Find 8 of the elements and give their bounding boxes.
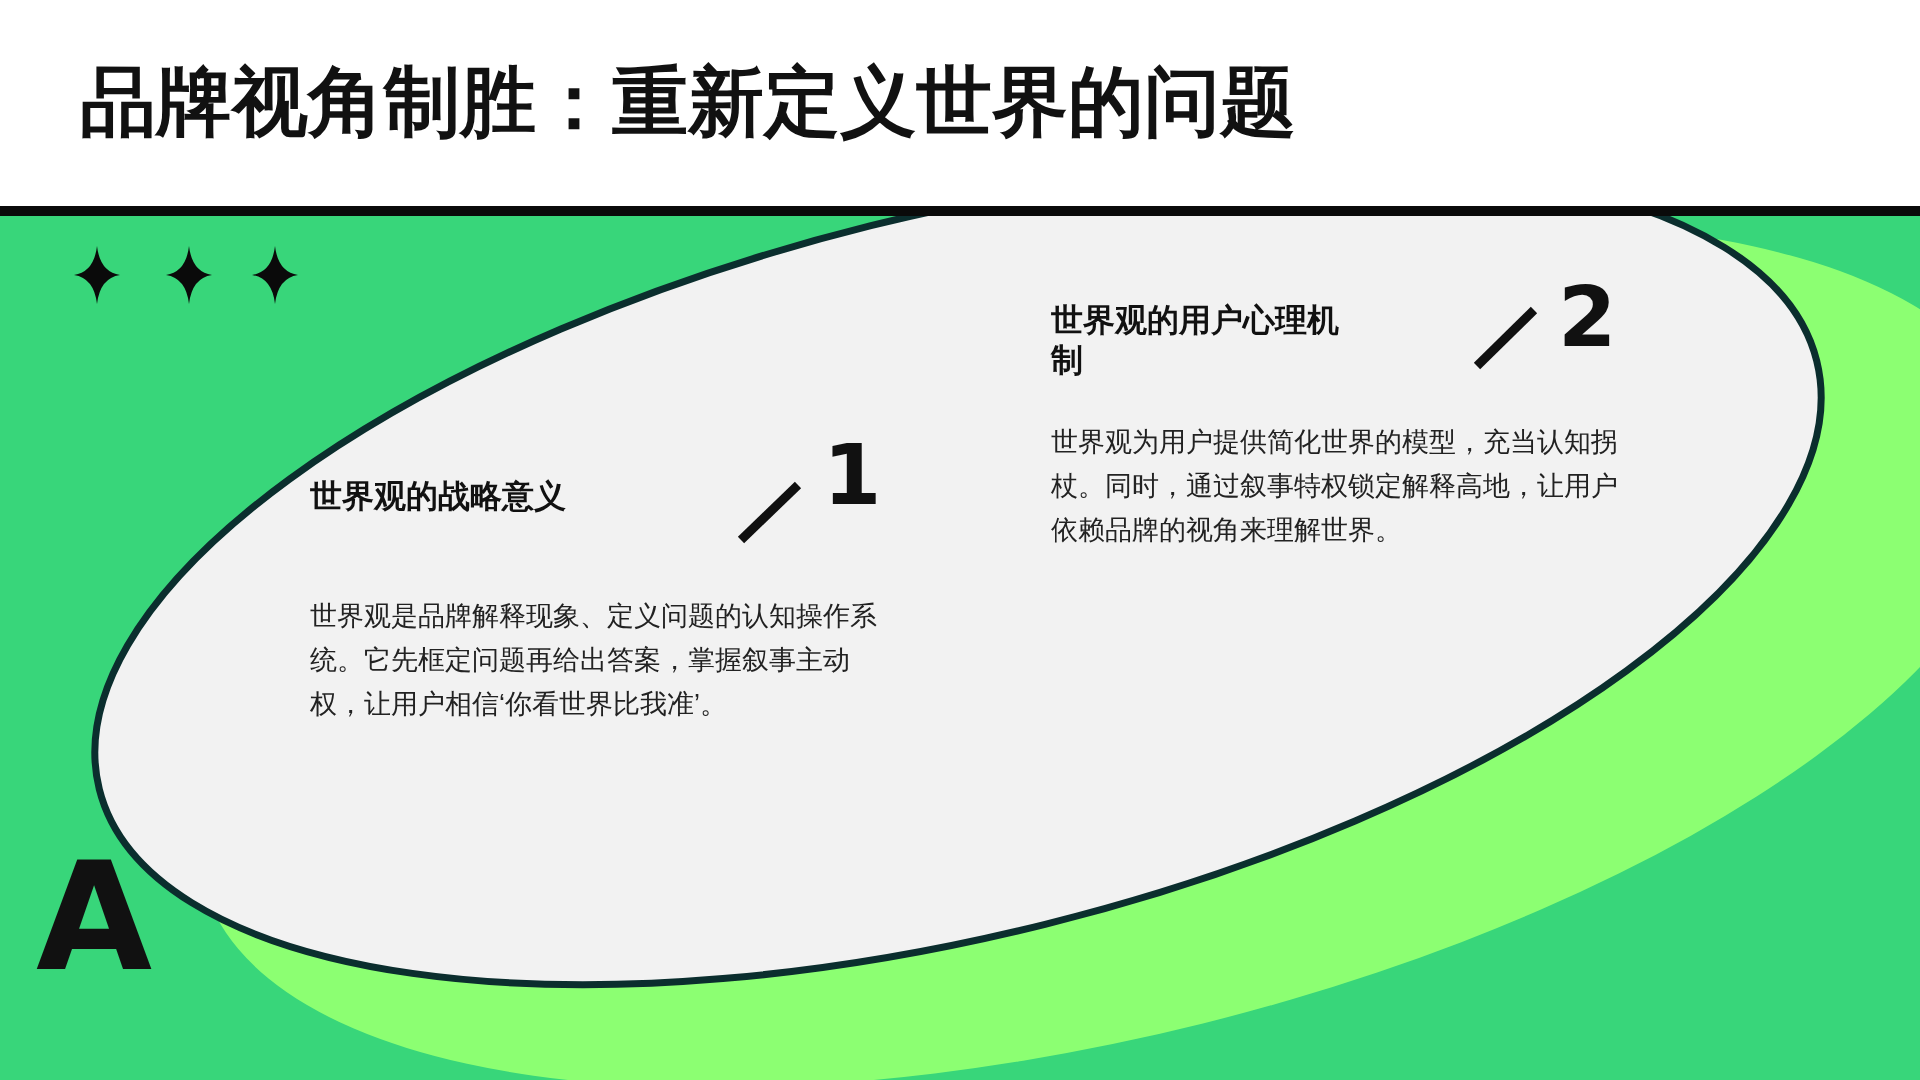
section-heading: 世界观的战略意义 — [310, 477, 566, 516]
section-heading: 世界观的用户心理机制 — [1051, 301, 1340, 380]
background-word: A — [36, 842, 149, 992]
section-number: 1 — [823, 430, 882, 520]
slide-title: 品牌视角制胜：重新定义世界的问题 — [80, 58, 1296, 146]
section-body: 世界观是品牌解释现象、定义问题的认知操作系统。它先框定问题再给出答案，掌握叙事主动权，让用户相信‘你看世界比我准’。 — [310, 600, 878, 721]
section-body: 世界观为用户提供简化世界的模型，充当认知拐杖。同时，通过叙事特权锁定解释高地，让用户依赖品牌的视角来理解世界。 — [1051, 426, 1619, 547]
section-number: 2 — [1558, 272, 1617, 362]
